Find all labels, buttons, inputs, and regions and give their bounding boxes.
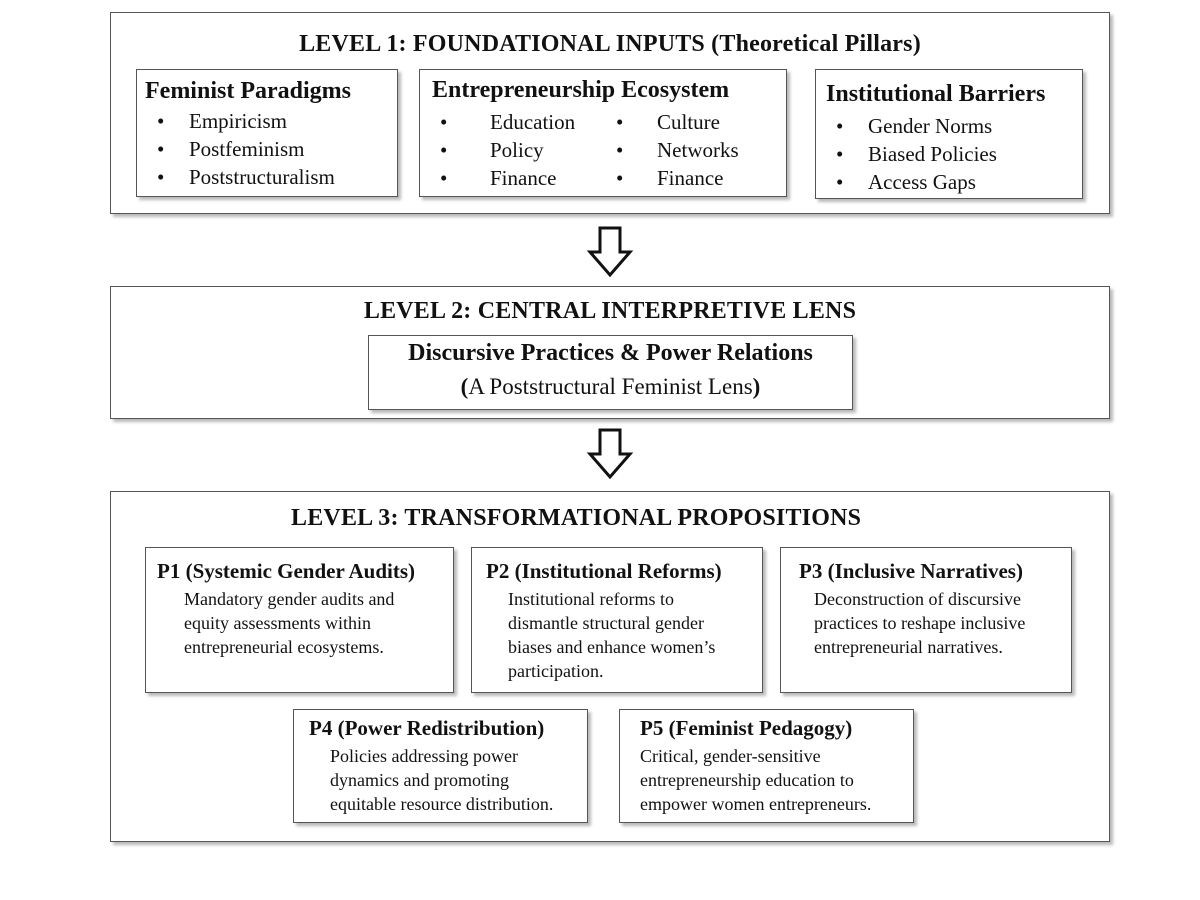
proposition-p5-box: P5 (Feminist Pedagogy) Critical, gender-… bbox=[619, 709, 914, 823]
feminist-paradigms-box: Feminist Paradigms Empiricism Postfemini… bbox=[136, 69, 398, 197]
down-arrow-icon bbox=[586, 226, 634, 278]
institutional-barriers-title: Institutional Barriers bbox=[826, 81, 1046, 107]
proposition-p2-box: P2 (Institutional Reforms) Institutional… bbox=[471, 547, 763, 693]
ecosystem-list-left: Education Policy Finance bbox=[420, 108, 575, 192]
interpretive-lens-box: Discursive Practices & Power Relations (… bbox=[368, 335, 853, 410]
proposition-p3-box: P3 (Inclusive Narratives) Deconstruction… bbox=[780, 547, 1072, 693]
list-item: Empiricism bbox=[137, 107, 335, 135]
proposition-p3-title: P3 (Inclusive Narratives) bbox=[799, 559, 1023, 583]
proposition-p4-text: Policies addressing power dynamics and p… bbox=[330, 746, 554, 814]
lens-paren-close: ) bbox=[752, 374, 761, 399]
list-item: Finance bbox=[420, 164, 575, 192]
list-item: Gender Norms bbox=[816, 112, 997, 140]
proposition-p2-text: Institutional reforms to dismantle struc… bbox=[508, 589, 716, 681]
level-3-panel: LEVEL 3: TRANSFORMATIONAL PROPOSITIONS P… bbox=[110, 491, 1110, 842]
list-item: Policy bbox=[420, 136, 575, 164]
feminist-paradigms-list: Empiricism Postfeminism Poststructuralis… bbox=[137, 107, 335, 191]
level-3-title: LEVEL 3: TRANSFORMATIONAL PROPOSITIONS bbox=[291, 505, 862, 531]
feminist-paradigms-title: Feminist Paradigms bbox=[145, 78, 351, 104]
proposition-p1-title: P1 (Systemic Gender Audits) bbox=[157, 559, 416, 583]
lens-title: Discursive Practices & Power Relations bbox=[408, 340, 813, 366]
ecosystem-list-right: Culture Networks Finance bbox=[596, 108, 739, 192]
proposition-p4-title: P4 (Power Redistribution) bbox=[309, 716, 545, 740]
proposition-p1-box: P1 (Systemic Gender Audits) Mandatory ge… bbox=[145, 547, 454, 693]
level-2-panel: LEVEL 2: CENTRAL INTERPRETIVE LENS Discu… bbox=[110, 286, 1110, 419]
list-item: Access Gaps bbox=[816, 168, 997, 196]
list-item: Poststructuralism bbox=[137, 163, 335, 191]
proposition-p1-text: Mandatory gender audits and equity asses… bbox=[184, 589, 395, 657]
proposition-p4-box: P4 (Power Redistribution) Policies addre… bbox=[293, 709, 588, 823]
proposition-p5-title: P5 (Feminist Pedagogy) bbox=[640, 716, 853, 740]
proposition-p5-text: Critical, gender-sensitive entrepreneurs… bbox=[640, 746, 872, 814]
level-2-title: LEVEL 2: CENTRAL INTERPRETIVE LENS bbox=[363, 298, 857, 324]
institutional-barriers-list: Gender Norms Biased Policies Access Gaps bbox=[816, 112, 997, 196]
lens-subtitle-line: (A Poststructural Feminist Lens) bbox=[369, 374, 852, 400]
lens-paren-open: ( bbox=[460, 374, 469, 399]
proposition-p3-text: Deconstruction of discursive practices t… bbox=[814, 589, 1026, 657]
list-item: Networks bbox=[596, 136, 739, 164]
proposition-p2-title: P2 (Institutional Reforms) bbox=[486, 559, 722, 583]
down-arrow-icon bbox=[586, 428, 634, 480]
list-item: Finance bbox=[596, 164, 739, 192]
institutional-barriers-box: Institutional Barriers Gender Norms Bias… bbox=[815, 69, 1083, 199]
list-item: Education bbox=[420, 108, 575, 136]
list-item: Postfeminism bbox=[137, 135, 335, 163]
level-1-panel: LEVEL 1: FOUNDATIONAL INPUTS (Theoretica… bbox=[110, 12, 1110, 214]
lens-subtitle: A Poststructural Feminist Lens bbox=[468, 374, 753, 399]
level-1-title: LEVEL 1: FOUNDATIONAL INPUTS (Theoretica… bbox=[299, 31, 921, 57]
list-item: Culture bbox=[596, 108, 739, 136]
list-item: Biased Policies bbox=[816, 140, 997, 168]
entrepreneurship-ecosystem-title: Entrepreneurship Ecosystem bbox=[432, 77, 730, 103]
entrepreneurship-ecosystem-box: Entrepreneurship Ecosystem Education Pol… bbox=[419, 69, 787, 197]
